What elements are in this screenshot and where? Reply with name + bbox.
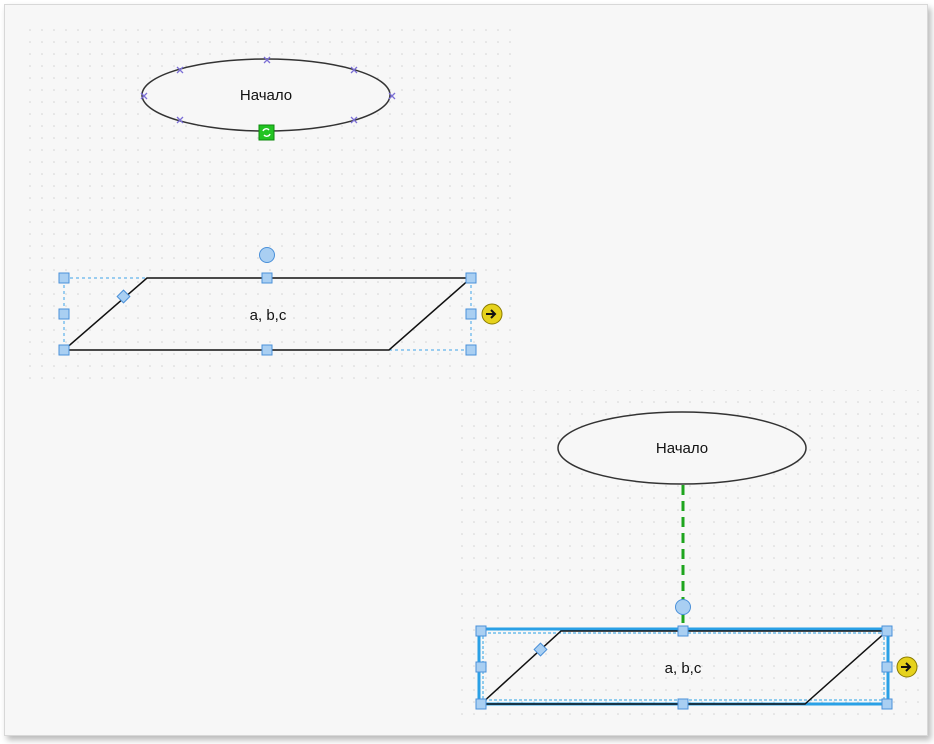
canvas-frame: Начало a, b,c bbox=[4, 4, 928, 736]
resize-handles[interactable] bbox=[58, 272, 477, 356]
io-shape[interactable]: a, b,c bbox=[61, 277, 473, 351]
connection-points[interactable] bbox=[140, 56, 396, 124]
io-shape-label: a, b,c bbox=[250, 307, 287, 324]
arrow-right-circle-icon[interactable] bbox=[481, 303, 503, 325]
skew-handle[interactable] bbox=[116, 289, 131, 304]
io-shape[interactable]: a, b,c bbox=[479, 630, 889, 705]
rotate-handle-icon[interactable] bbox=[259, 247, 275, 263]
start-shape-label: Начало bbox=[240, 87, 292, 104]
arrow-right-circle-icon[interactable] bbox=[896, 656, 918, 678]
skew-handle[interactable] bbox=[533, 642, 548, 657]
diagram-1: Начало a, b,c bbox=[58, 56, 503, 356]
start-shape[interactable]: Начало bbox=[557, 411, 807, 485]
rotate-handle-icon[interactable] bbox=[675, 599, 691, 615]
io-shape-label: a, b,c bbox=[665, 660, 702, 677]
diagram-canvas[interactable]: Начало a, b,c bbox=[5, 5, 927, 735]
diagram-2: Начало a, b,c bbox=[475, 411, 918, 710]
link-icon[interactable] bbox=[258, 124, 275, 141]
resize-handles[interactable] bbox=[475, 625, 893, 710]
start-shape-label: Начало bbox=[656, 440, 708, 457]
